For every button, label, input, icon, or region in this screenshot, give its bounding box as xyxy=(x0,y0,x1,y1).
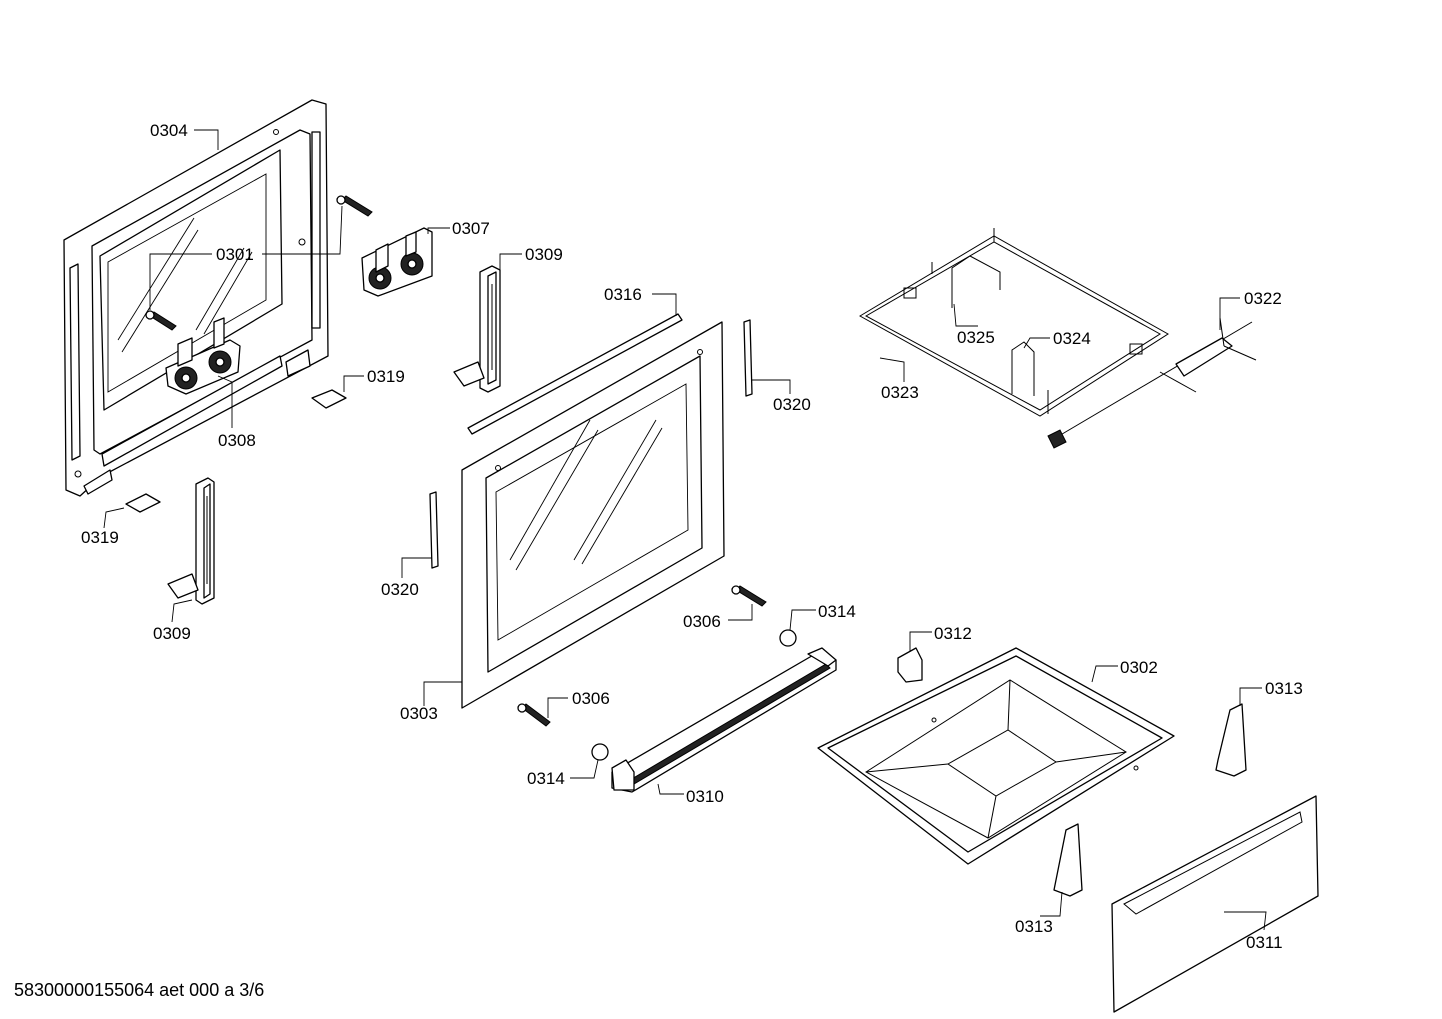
callout-0307: 0307 xyxy=(452,219,490,238)
callout-0319-lower: 0319 xyxy=(81,528,119,547)
drawer-front-panel-part xyxy=(1111,795,1319,1013)
callout-0314-lower: 0314 xyxy=(527,769,565,788)
inner-door-frame-part xyxy=(63,99,329,497)
callout-0323: 0323 xyxy=(881,383,919,402)
clip-part xyxy=(125,389,347,513)
outer-door-panel-part xyxy=(461,321,725,709)
drawer-tray-part xyxy=(817,647,1175,865)
door-hinge-part xyxy=(453,265,501,393)
side-strip-part xyxy=(429,319,753,569)
callout-0311: 0311 xyxy=(1246,933,1283,952)
callout-0309-upper: 0309 xyxy=(525,245,563,264)
screw-part xyxy=(517,585,767,727)
runner-part xyxy=(1053,703,1247,897)
callout-0302: 0302 xyxy=(1120,658,1158,677)
hinge-bracket-part xyxy=(361,227,433,297)
callout-0322: 0322 xyxy=(1244,289,1282,308)
callout-0313-lower: 0313 xyxy=(1015,917,1053,936)
rotisserie-part xyxy=(1047,317,1257,449)
callout-0304: 0304 xyxy=(150,121,188,140)
catch-part xyxy=(897,647,923,683)
callout-0324: 0324 xyxy=(1053,329,1091,348)
leader-lines xyxy=(103,129,1267,931)
callout-0306-lower: 0306 xyxy=(572,689,610,708)
callout-labels: 0304 0301 0307 0309 0316 0319 0308 0320 … xyxy=(81,121,1303,952)
callout-0310: 0310 xyxy=(686,787,724,806)
door-hinge-part xyxy=(167,477,215,605)
callout-0301: 0301 xyxy=(216,245,254,264)
callout-0314-upper: 0314 xyxy=(818,602,856,621)
drawing-reference-code: 58300000155064 aet 000 a 3/6 xyxy=(14,980,265,1000)
door-seal-strip-part xyxy=(467,313,683,435)
callout-0319-upper: 0319 xyxy=(367,367,405,386)
callout-0303: 0303 xyxy=(400,704,438,723)
door-handle-part xyxy=(611,647,837,793)
callout-0313-right: 0313 xyxy=(1265,679,1303,698)
screw-part xyxy=(145,195,373,331)
wire-rack-part xyxy=(858,228,1169,417)
callout-0306-upper: 0306 xyxy=(683,612,721,631)
callout-0316: 0316 xyxy=(604,285,642,304)
hinge-bracket-part xyxy=(165,317,241,395)
handle-cap-part xyxy=(591,629,797,761)
callout-0320-left: 0320 xyxy=(381,580,419,599)
callout-0308: 0308 xyxy=(218,431,256,450)
callout-0325: 0325 xyxy=(957,328,995,347)
callout-0320-right: 0320 xyxy=(773,395,811,414)
callout-0312: 0312 xyxy=(934,624,972,643)
rack-wire-part xyxy=(951,255,1035,396)
callout-0309-lower: 0309 xyxy=(153,624,191,643)
